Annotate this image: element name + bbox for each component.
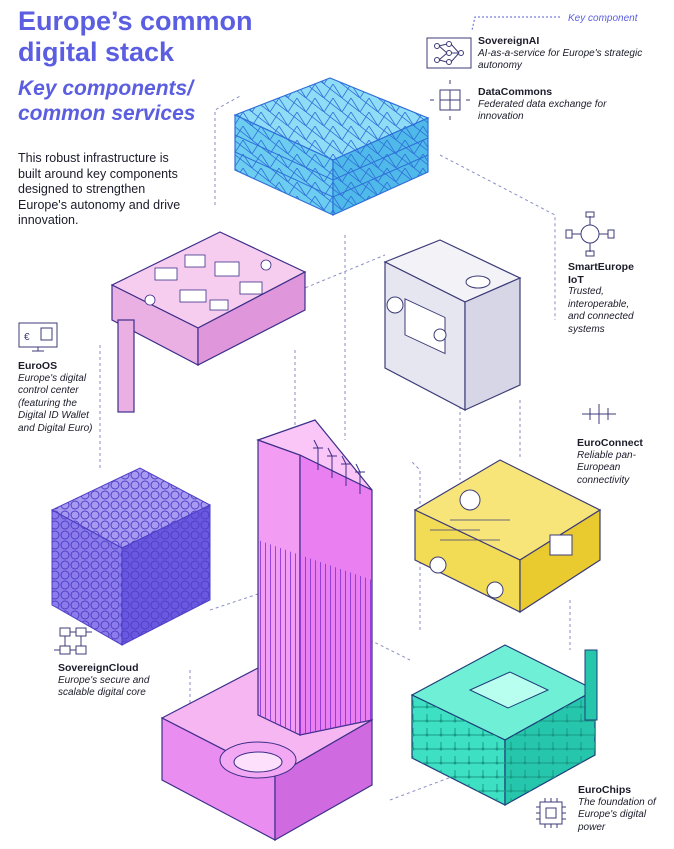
euroconnect-name: EuroConnect xyxy=(577,437,643,449)
eurochips-block xyxy=(410,644,598,807)
sovereigncloud-block xyxy=(50,467,212,646)
connector-os-ai xyxy=(214,94,243,205)
eurochips-desc: The foundation of Europe's digital power xyxy=(578,796,656,833)
neural-network-icon xyxy=(426,37,472,69)
euroos-block xyxy=(110,231,307,413)
data-exchange-icon xyxy=(430,80,470,120)
connection-lines xyxy=(99,94,571,801)
euroos-desc: Europe's digital control center (featuri… xyxy=(18,372,93,434)
smarteurope-block xyxy=(383,239,522,411)
connector-cloud-tower xyxy=(209,589,271,611)
smarteurope-name: SmartEurope IoT xyxy=(568,261,634,286)
smarteurope-desc: Trusted, interoperable, and connected sy… xyxy=(568,286,634,335)
eurochips-name: EuroChips xyxy=(578,784,632,796)
connector-os-iot xyxy=(299,254,386,291)
sovereigncloud-label: SovereignCloud Europe's secure and scala… xyxy=(58,662,153,700)
sovereigncloud-desc: Europe's secure and scalable digital cor… xyxy=(58,674,150,699)
sovereignai-block xyxy=(233,77,430,216)
legend-pointer xyxy=(471,16,560,31)
tower-block xyxy=(160,419,374,842)
sovereignai-name: SovereignAI xyxy=(478,35,540,47)
svg-text:€: € xyxy=(24,332,30,343)
sovereignai-label: SovereignAI AI-as-a-service for Europe's… xyxy=(478,35,648,73)
smarteurope-label: SmartEurope IoT Trusted, interoperable, … xyxy=(568,261,648,336)
legend-label: Key component xyxy=(568,13,638,24)
datacommons-label: DataCommons Federated data exchange for … xyxy=(478,86,618,124)
euroconnect-block xyxy=(413,459,602,614)
monitor-euro-icon: € xyxy=(18,322,58,352)
sovereigncloud-name: SovereignCloud xyxy=(58,662,139,674)
eurochips-label: EuroChips The foundation of Europe's dig… xyxy=(578,784,658,834)
page-title: Europe’s common digital stack xyxy=(18,6,253,67)
euroconnect-label: EuroConnect Reliable pan-European connec… xyxy=(577,437,662,487)
datacommons-desc: Federated data exchange for innovation xyxy=(478,98,607,123)
network-icon xyxy=(582,404,616,424)
datacommons-name: DataCommons xyxy=(478,86,553,98)
cloud-network-icon xyxy=(54,627,92,655)
euroconnect-desc: Reliable pan-European connectivity xyxy=(577,449,636,486)
connector-base-chips xyxy=(389,769,471,801)
intro-text: This robust infrastructure is built arou… xyxy=(18,151,181,227)
iot-devices-icon xyxy=(565,211,615,257)
sovereignai-desc: AI-as-a-service for Europe's strategic a… xyxy=(478,47,643,72)
connector-connect-ai xyxy=(409,459,421,630)
euroos-label: EuroOS Europe's digital control center (… xyxy=(18,360,100,435)
connector-ai-iot xyxy=(439,154,556,320)
connector-tower-chips xyxy=(369,639,411,661)
chip-icon xyxy=(536,798,566,828)
page-subtitle: Key components/ common services xyxy=(18,77,196,125)
euroos-name: EuroOS xyxy=(18,360,58,372)
